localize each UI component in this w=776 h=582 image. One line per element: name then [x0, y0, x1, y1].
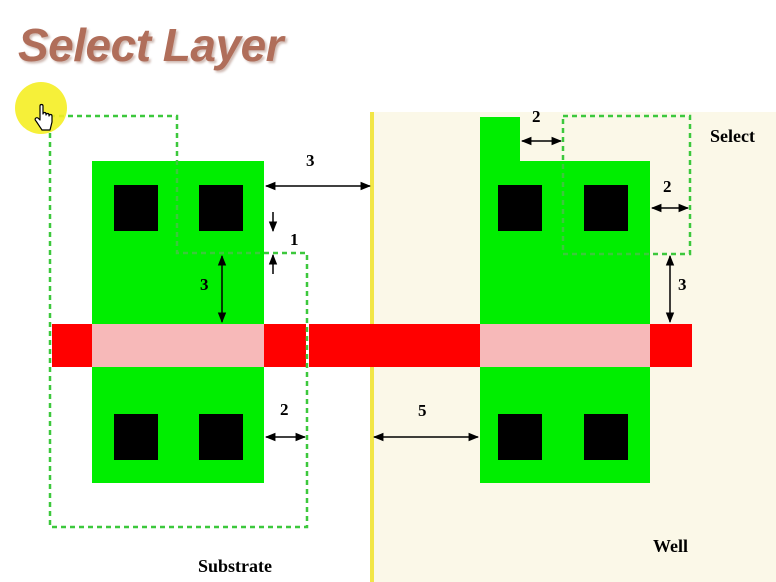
active-region-top-right	[480, 117, 650, 324]
dimension-label: 5	[418, 401, 427, 420]
select-label: Select	[710, 126, 755, 146]
page-title: Select Layer	[18, 19, 284, 71]
dimension-label: 2	[280, 400, 289, 419]
well-label: Well	[653, 536, 688, 556]
dimension-label: 2	[532, 107, 541, 126]
gate-right	[480, 324, 650, 367]
dimension-label: 3	[200, 275, 209, 294]
contact-square	[114, 414, 158, 460]
contact-square	[498, 414, 542, 460]
contact-square	[584, 414, 628, 460]
contact-square	[199, 414, 243, 460]
contact-square	[584, 185, 628, 231]
hand-pointer-icon	[34, 103, 53, 131]
dimension-label: 3	[678, 275, 687, 294]
dimension-label: 1	[290, 230, 299, 249]
select-outline-left	[48, 114, 309, 529]
substrate-label: Substrate	[198, 556, 272, 576]
contact-square	[114, 185, 158, 231]
contact-square	[498, 185, 542, 231]
dimension-label: 2	[663, 177, 672, 196]
select-outline-right	[561, 114, 692, 256]
contact-square	[199, 185, 243, 231]
dimension-label: 3	[306, 151, 315, 170]
gate-left	[92, 324, 264, 367]
